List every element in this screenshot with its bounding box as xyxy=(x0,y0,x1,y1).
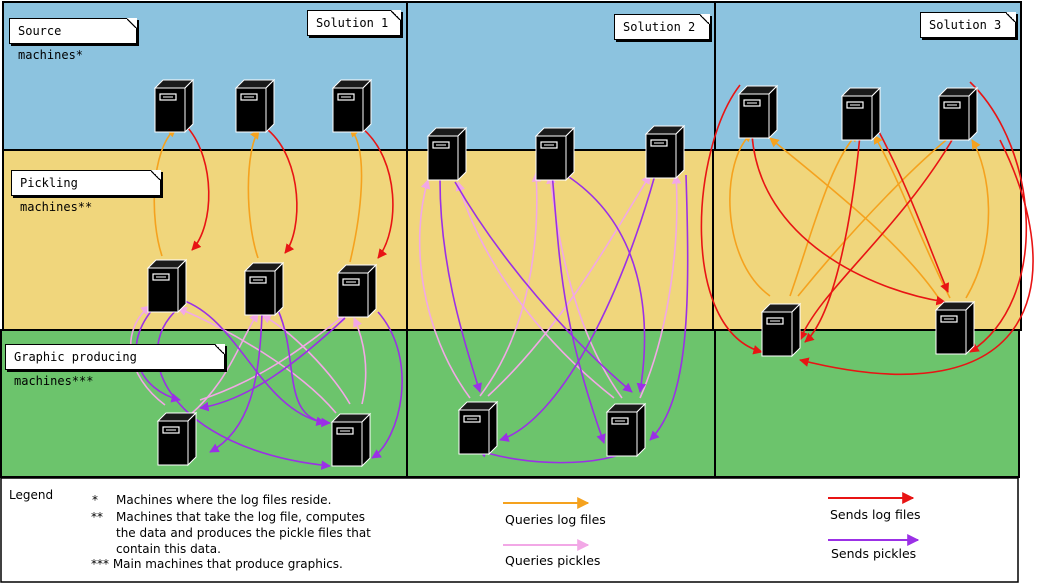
edge-sends-pickles xyxy=(551,172,606,444)
graphic-band-solution-2 xyxy=(406,329,716,478)
server-tower-icon xyxy=(331,78,373,134)
legend-note-2-line-1: Machines that take the log file, compute… xyxy=(116,510,365,524)
legend-title: Legend xyxy=(9,488,54,502)
legend-note-3: *** Main machines that produce graphics. xyxy=(91,557,343,571)
edge-sends-pickles xyxy=(499,174,656,442)
server-tower-icon xyxy=(457,400,499,456)
legend-queries-log-label: Queries log files xyxy=(505,512,606,527)
edge-queries-log xyxy=(789,132,859,297)
server-tower-icon xyxy=(426,126,468,182)
solution-3-label: Solution 3 xyxy=(920,12,1016,38)
edge-sends-log xyxy=(877,129,950,293)
legend-sends-pickles-label: Sends pickles xyxy=(831,546,917,561)
server-tower-icon xyxy=(605,402,647,458)
edge-sends-pickles xyxy=(277,309,331,428)
server-tower-icon xyxy=(760,302,802,358)
legend-note-2-line-3: contain this data. xyxy=(116,542,221,556)
legend-note-2-line-2: the data and produces the pickle files t… xyxy=(116,526,371,540)
server-tower-icon xyxy=(234,78,276,134)
edge-sends-log xyxy=(969,81,1028,353)
legend-note-2-mark: ** xyxy=(91,510,103,524)
legend-note-1-text: Machines where the log files reside. xyxy=(116,493,332,507)
edge-queries-pickles xyxy=(487,174,651,397)
machines xyxy=(146,78,979,468)
edge-sends-pickles xyxy=(156,302,331,470)
edge-sends-log xyxy=(187,127,210,251)
server-tower-icon xyxy=(243,261,285,317)
edge-sends-log xyxy=(700,84,763,355)
connections-solution-1 xyxy=(129,127,403,470)
graphic-producing-machines-label: Graphic producing machines*** xyxy=(5,344,225,388)
edge-sends-pickles xyxy=(454,181,633,393)
edge-sends-pickles xyxy=(565,174,647,393)
edge-queries-log xyxy=(349,127,363,263)
solution-2-label: Solution 2 xyxy=(614,14,710,40)
legend-panel xyxy=(0,477,1019,583)
server-tower-icon xyxy=(534,126,576,182)
server-tower-icon xyxy=(153,78,195,134)
edge-sends-log xyxy=(267,129,298,254)
edge-sends-log xyxy=(799,139,1034,376)
legend-sends-log-label: Sends log files xyxy=(830,507,921,522)
server-tower-icon xyxy=(934,300,976,356)
edge-queries-pickles xyxy=(261,314,351,405)
edge-sends-log xyxy=(751,134,946,306)
edge-queries-pickles xyxy=(177,306,337,414)
pickling-machines-label: Pickling machines** xyxy=(11,170,161,214)
edge-sends-pickles xyxy=(649,174,689,441)
edge-queries-pickles xyxy=(418,179,471,399)
edge-queries-log xyxy=(873,134,951,299)
edge-sends-pickles xyxy=(371,311,403,459)
edge-queries-log xyxy=(797,132,956,297)
edge-queries-log xyxy=(769,137,941,301)
server-tower-icon xyxy=(840,86,882,142)
edge-sends-log xyxy=(804,134,861,343)
legend-note-1-mark: * xyxy=(92,493,98,507)
server-tower-icon xyxy=(336,263,378,319)
edge-sends-pickles xyxy=(209,311,263,453)
server-tower-icon xyxy=(644,124,686,180)
edge-sends-pickles xyxy=(181,299,326,427)
connections-solution-3 xyxy=(700,81,1034,376)
edge-queries-log xyxy=(729,132,771,297)
edge-queries-pickles xyxy=(353,317,367,405)
legend-queries-pickles-label: Queries pickles xyxy=(505,553,601,568)
solution-1-label: Solution 1 xyxy=(307,10,401,36)
edge-sends-pickles xyxy=(439,179,482,393)
edge-queries-log xyxy=(965,139,990,299)
server-tower-icon xyxy=(156,411,198,467)
server-tower-icon xyxy=(330,412,372,468)
server-tower-icon xyxy=(937,86,979,142)
edge-queries-log xyxy=(247,129,260,259)
pickling-band-solution-3 xyxy=(712,149,1022,331)
edge-sends-log xyxy=(361,127,394,259)
server-tower-icon xyxy=(737,84,779,140)
edge-queries-pickles xyxy=(479,172,542,397)
legend-arrows xyxy=(503,492,920,551)
edge-sends-pickles xyxy=(199,317,346,412)
edge-queries-pickles xyxy=(455,181,615,399)
edge-queries-pickles xyxy=(639,174,682,399)
server-tower-icon xyxy=(146,258,188,314)
source-machines-label: Source machines* xyxy=(9,18,137,62)
edge-sends-log xyxy=(798,134,956,341)
